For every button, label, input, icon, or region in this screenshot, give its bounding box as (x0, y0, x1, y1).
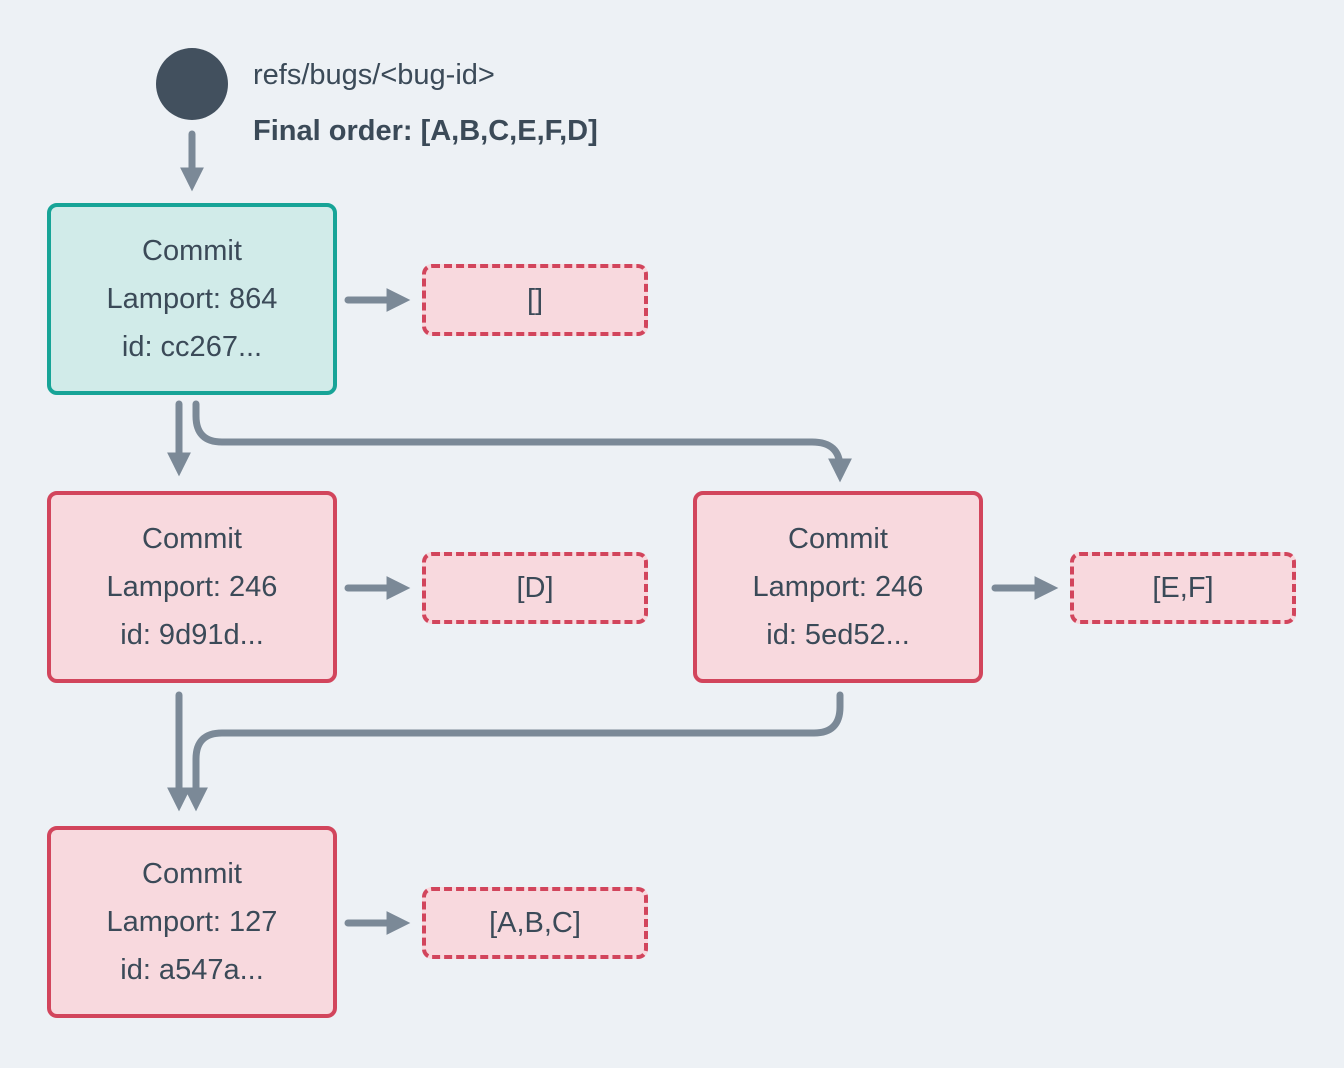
commit-lamport: Lamport: 246 (106, 571, 278, 603)
commit-title: Commit (142, 858, 242, 890)
ref-name-label: refs/bugs/<bug-id> (253, 59, 495, 91)
commit-node-left: Commit Lamport: 246 id: 9d91d... (47, 491, 337, 683)
commit-lamport: Lamport: 864 (106, 283, 278, 315)
commit-title: Commit (142, 523, 242, 555)
operations-label: [A,B,C] (489, 906, 581, 939)
edge-right-to-bottom (184, 691, 844, 812)
commit-id: id: cc267... (121, 331, 263, 363)
operations-label: [D] (516, 571, 554, 604)
edge-root-to-right (192, 400, 852, 483)
commit-id: id: a547a... (120, 954, 264, 986)
commit-node-root: Commit Lamport: 864 id: cc267... (47, 203, 337, 395)
commit-node-bottom: Commit Lamport: 127 id: a547a... (47, 826, 337, 1018)
operations-label: [] (526, 283, 544, 316)
operations-box-right: [E,F] (1070, 552, 1296, 624)
commit-lamport: Lamport: 246 (752, 571, 924, 603)
operations-label: [E,F] (1152, 571, 1214, 604)
commit-id: id: 9d91d... (120, 619, 264, 651)
commit-node-right: Commit Lamport: 246 id: 5ed52... (693, 491, 983, 683)
commit-id: id: 5ed52... (766, 619, 910, 651)
operations-box-bottom: [A,B,C] (422, 887, 648, 959)
commit-title: Commit (788, 523, 888, 555)
operations-box-root: [] (422, 264, 648, 336)
ref-head-dot (156, 48, 228, 120)
commit-title: Commit (142, 235, 242, 267)
operations-box-left: [D] (422, 552, 648, 624)
final-order-label: Final order: [A,B,C,E,F,D] (253, 115, 598, 147)
commit-lamport: Lamport: 127 (106, 906, 278, 938)
